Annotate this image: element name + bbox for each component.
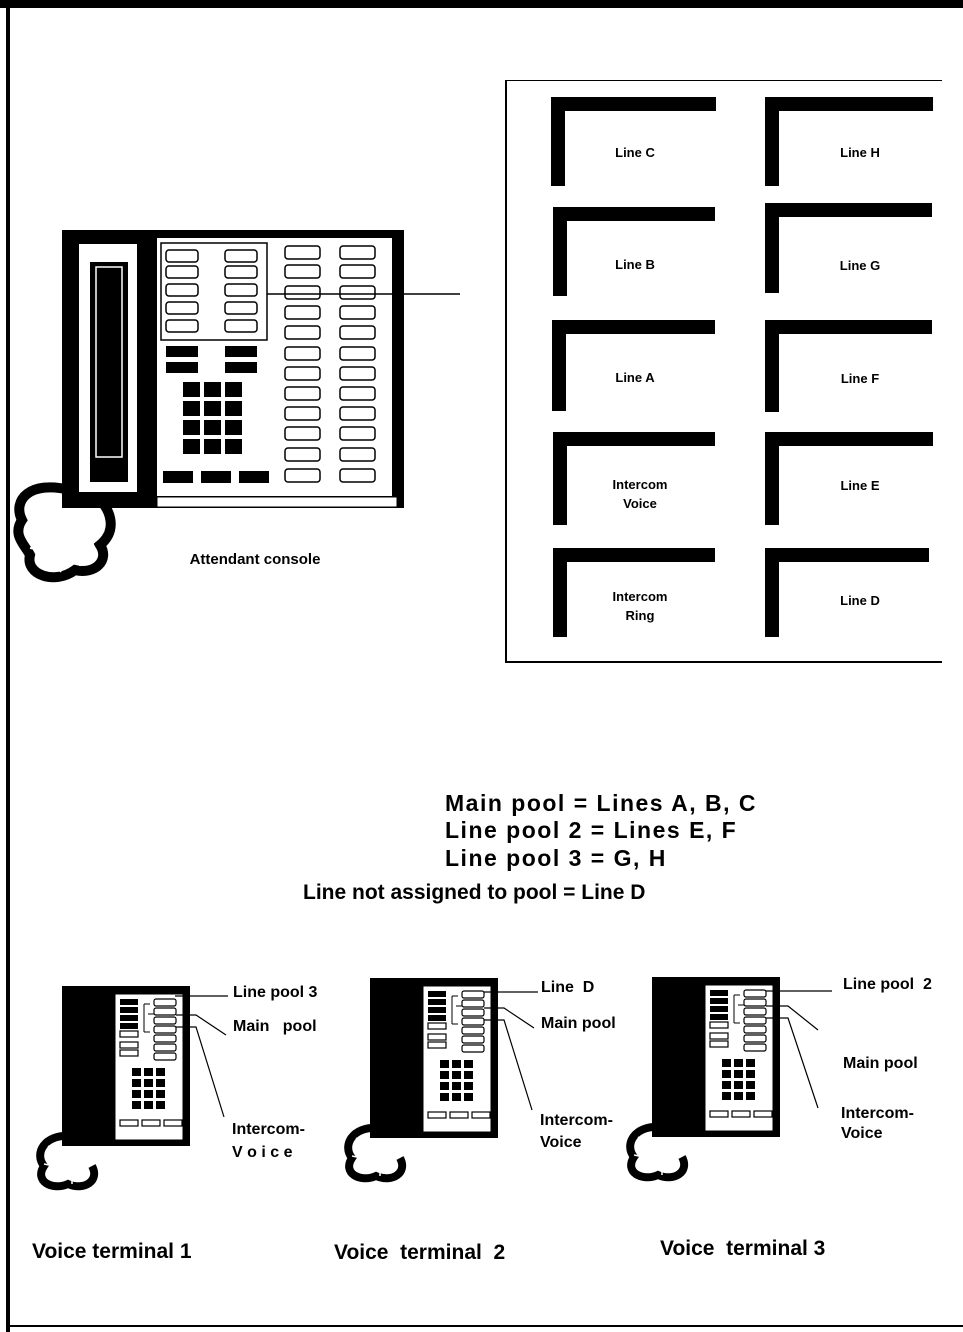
terminal-1-label-intercom-voice: Intercom- V o i c e (232, 1121, 305, 1161)
attendant-console-illustration (13, 230, 460, 583)
button-label-line-g: Line G (839, 258, 881, 273)
button-label-line-a: Line A (615, 370, 655, 385)
button-label-intercom-voice: Intercom Voice (612, 477, 668, 511)
button-label-line-b: Line B (615, 257, 655, 272)
terminal-3-label-main-pool: Main pool (843, 1055, 918, 1072)
top-border (0, 0, 963, 8)
button-enlargement-panel (505, 80, 942, 663)
unassigned-line-note: Line not assigned to pool = Line D (303, 881, 646, 904)
line-pool-3-assignment: Line pool 3 = G, H (445, 845, 667, 871)
button-label-line-d: Line D (840, 593, 880, 608)
terminal-1-label-line-pool-3: Line pool 3 (233, 984, 318, 1001)
bottom-border (6, 1325, 963, 1327)
terminal-2-label-line-d: Line D (541, 979, 595, 996)
attendant-console-label: Attendant console (189, 551, 321, 568)
terminal-1-label-main-pool: Main pool (233, 1018, 317, 1035)
terminal-3-label-line-pool-2: Line pool 2 (843, 976, 932, 993)
terminal-1-caption: Voice terminal 1 (32, 1240, 192, 1263)
terminal-3-caption: Voice terminal 3 (660, 1237, 826, 1260)
terminal-2-label-intercom-voice: Intercom- Voice (540, 1112, 613, 1151)
line-pool-2-assignment: Line pool 2 = Lines E, F (445, 817, 738, 843)
main-pool-assignment: Main pool = Lines A, B, C (445, 790, 758, 816)
button-label-line-f: Line F (840, 371, 880, 386)
left-border (6, 0, 10, 1332)
button-label-intercom-ring: Intercom Ring (612, 589, 668, 623)
button-label-line-h: Line H (840, 145, 880, 160)
terminal-2-caption: Voice terminal 2 (334, 1241, 506, 1264)
button-label-line-e: Line E (840, 478, 880, 493)
terminal-3-label-intercom-voice: Intercom- Voice (841, 1105, 914, 1142)
enlarged-buttons (551, 97, 933, 637)
button-label-line-c: Line C (615, 145, 655, 160)
terminal-2-label-main-pool: Main pool (541, 1015, 616, 1032)
